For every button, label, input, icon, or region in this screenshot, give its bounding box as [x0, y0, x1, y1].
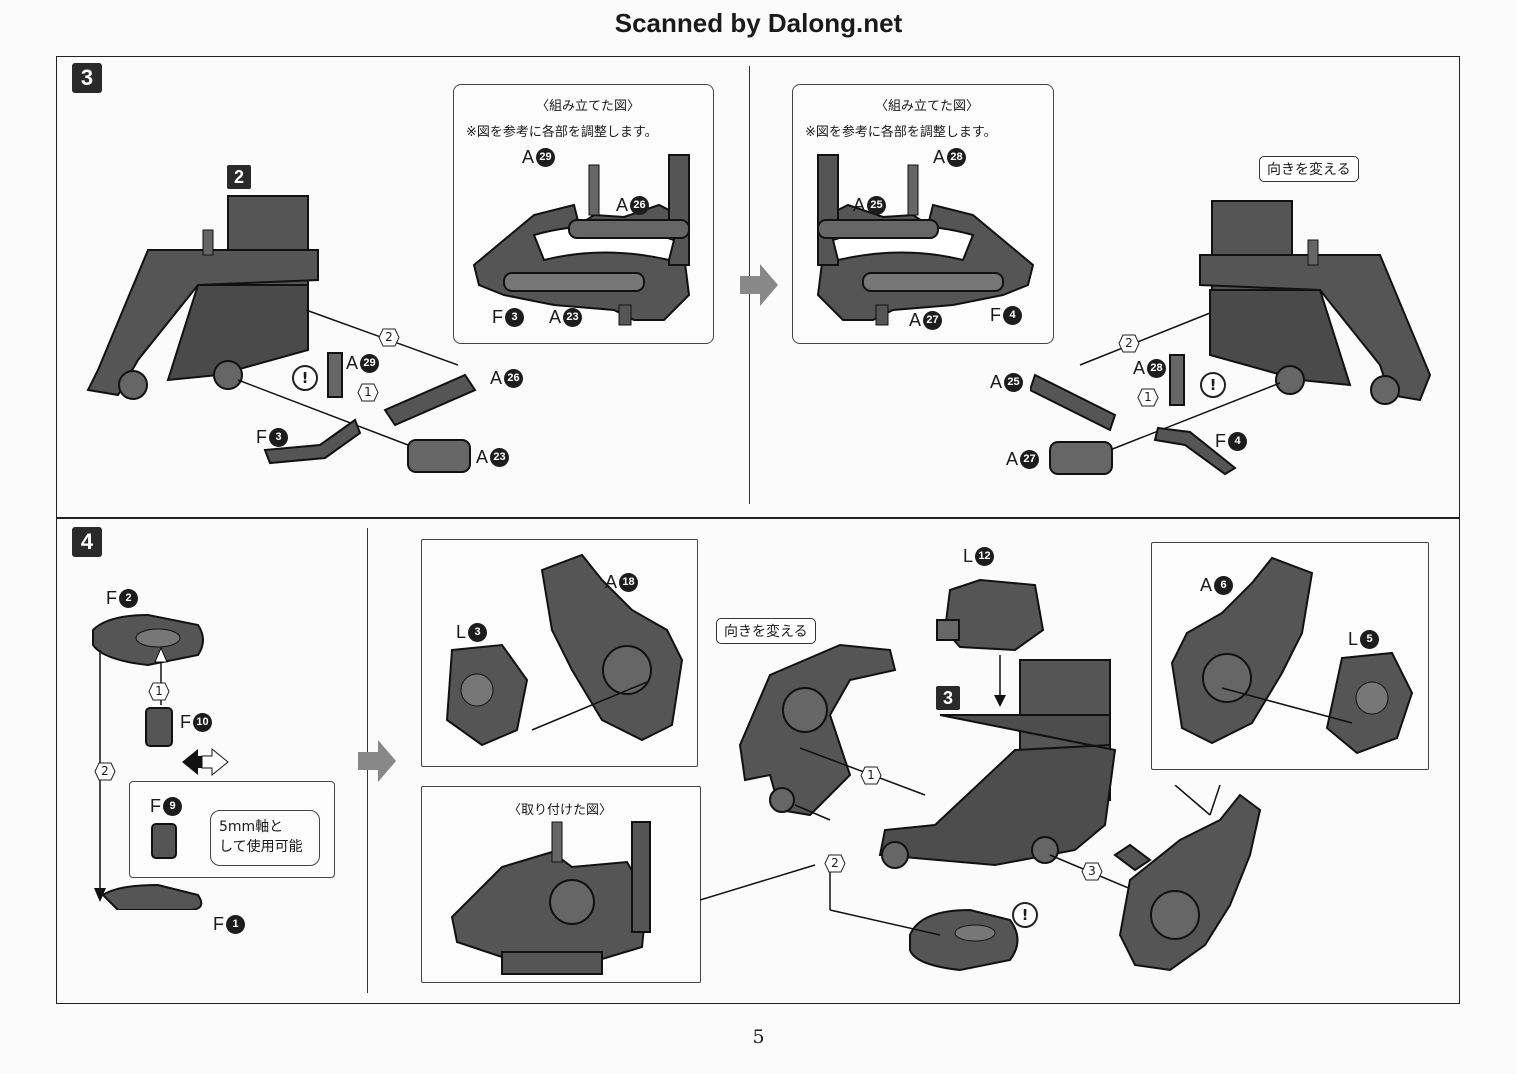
small-parts-illustration-right	[1030, 354, 1237, 476]
subassembly-2-badge: 2	[227, 165, 251, 189]
order-mark-3: 3	[1081, 862, 1103, 881]
scan-credit: Scanned by Dalong.net	[614, 8, 903, 38]
order-mark-2: 2	[94, 762, 116, 781]
arm-assembly-illustration-right	[1113, 785, 1262, 972]
instruction-frame	[56, 56, 1460, 1004]
note-line-2: して使用可能	[219, 839, 303, 855]
order-mark-2: 2	[378, 328, 400, 347]
step-4-number: 4	[72, 527, 102, 557]
attached-caption: 〈取り付けた図〉	[508, 803, 613, 818]
shaft-part-illustration	[151, 823, 177, 859]
arm-parts-illustration	[445, 553, 684, 747]
subassembly-3-badge: 3	[936, 686, 960, 710]
frame-parts-illustration-right	[1079, 200, 1432, 451]
rotate-direction-label: 向きを変える	[716, 618, 816, 644]
rotate-direction-label: 向きを変える	[1259, 156, 1359, 182]
frame-assembled-illustration-left	[472, 154, 691, 326]
caution-icon: !	[1200, 372, 1226, 398]
order-mark-1: 1	[148, 682, 170, 701]
base-part-illustration	[909, 908, 1019, 972]
note-bubble: 5mm軸と して使用可能	[210, 810, 320, 866]
caution-icon: !	[292, 365, 318, 391]
frame-assembled-illustration-right	[816, 154, 1035, 326]
inset-caption: 〈組み立てた図〉	[875, 99, 980, 114]
order-mark-2: 2	[1118, 334, 1140, 353]
page-number: 5	[752, 1026, 765, 1048]
order-mark-1: 1	[357, 383, 379, 402]
assembly-guide-lines	[700, 747, 1146, 936]
caution-icon: !	[1012, 902, 1038, 928]
frame-body-illustration	[878, 655, 1117, 869]
inset-note: ※図を参考に各部を調整します。	[805, 125, 997, 140]
small-parts-illustration-left	[263, 352, 477, 473]
note-line-1: 5mm軸と	[219, 819, 284, 835]
arm-parts-illustration-right	[1170, 556, 1414, 755]
order-mark-1: 1	[1137, 388, 1159, 407]
attached-view-inset: 〈取り付けた図〉	[421, 786, 701, 983]
attached-illustration	[450, 821, 651, 975]
order-mark-2: 2	[824, 854, 846, 873]
joint-part-L12-illustration	[936, 578, 1045, 652]
flow-arrow-icon	[358, 740, 396, 782]
order-mark-1: 1	[860, 766, 882, 785]
step-3-number: 3	[72, 63, 102, 93]
inset-caption: 〈組み立てた図〉	[536, 99, 641, 114]
swap-arrow-icon	[182, 747, 229, 777]
pivot-parts-illustration	[92, 613, 204, 910]
frame-parts-illustration-left	[86, 195, 458, 446]
inset-note: ※図を参考に各部を調整します。	[466, 125, 658, 140]
section-divider	[56, 517, 1460, 519]
flow-arrow-icon	[740, 264, 778, 306]
arm-assembly-illustration	[738, 643, 897, 817]
